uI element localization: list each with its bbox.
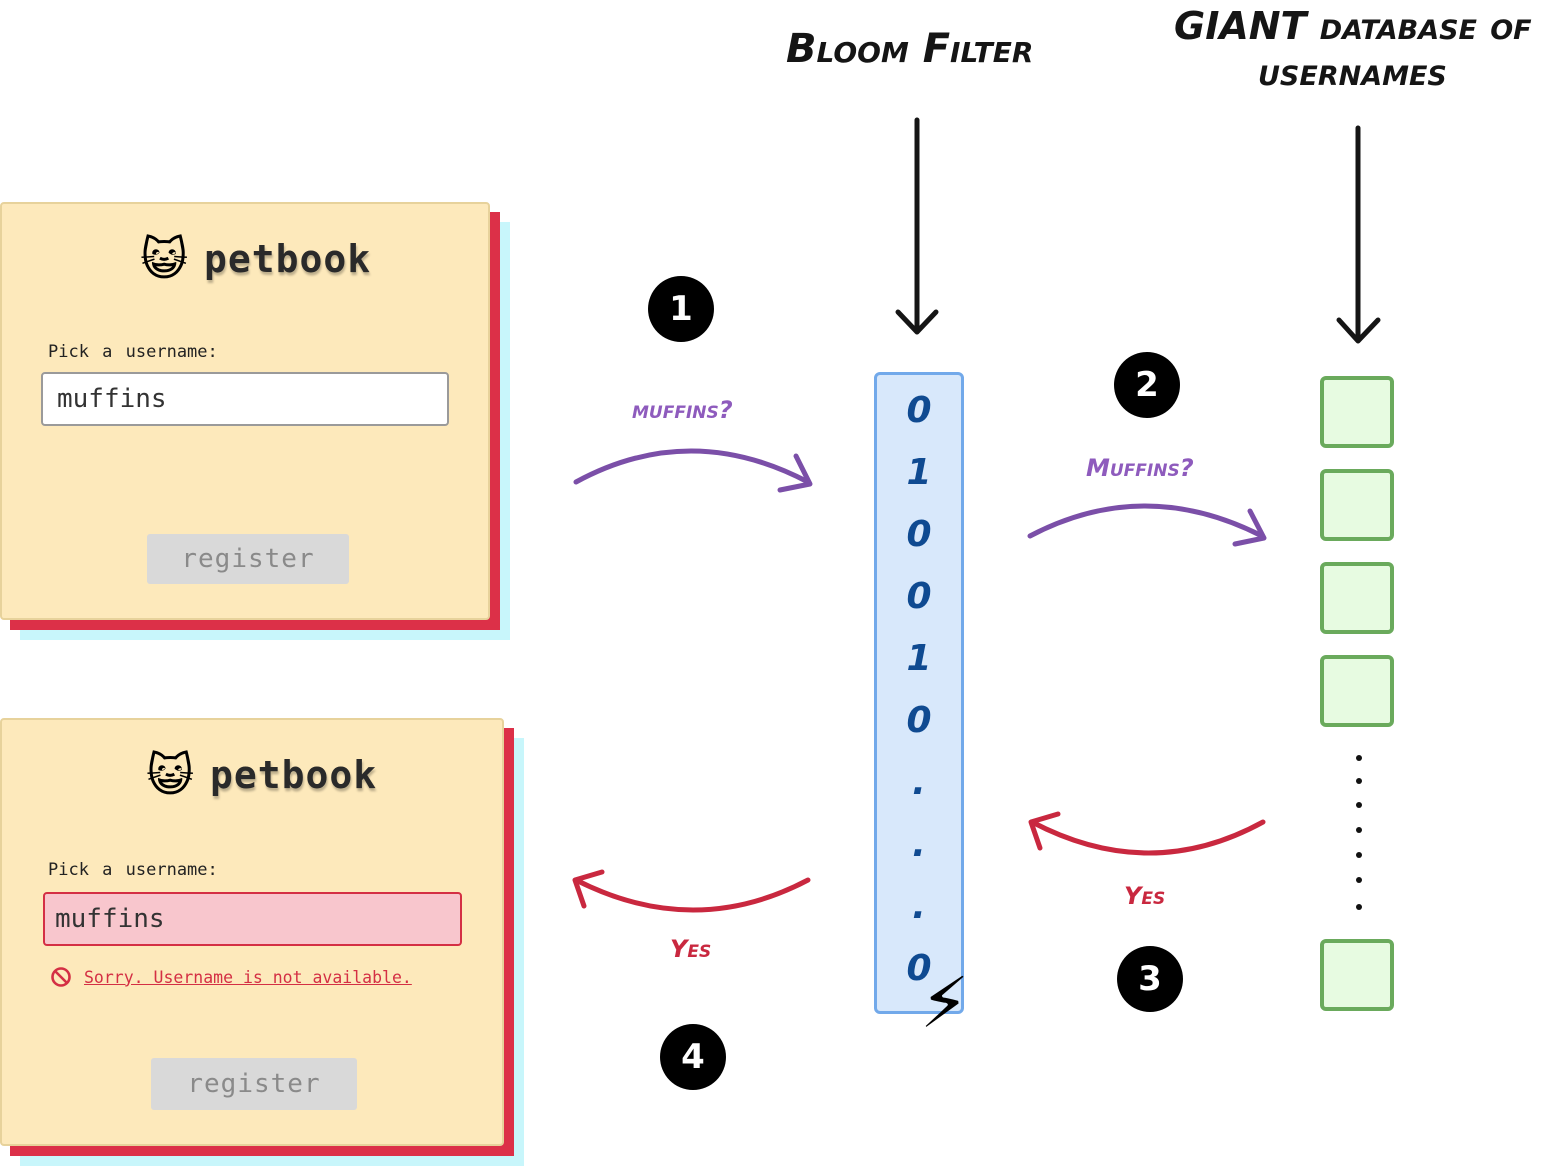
username-label: Pick a username: xyxy=(48,860,218,880)
error-text: Sorry. Username is not available. xyxy=(84,967,412,987)
ellipsis-dot xyxy=(1356,802,1362,808)
bloom-bit: 0 xyxy=(906,576,932,617)
brand-name: petbook xyxy=(203,237,372,281)
database-record xyxy=(1320,655,1394,727)
answer-arrow-3 xyxy=(1028,811,1266,856)
step-badge-2: 2 xyxy=(1114,352,1180,418)
no-entry-icon xyxy=(51,967,71,987)
ellipsis-dot xyxy=(1356,827,1362,833)
bloom-filter-heading: Bloom Filter xyxy=(786,26,1034,72)
register-button[interactable]: register xyxy=(151,1058,357,1110)
database-heading-line2: usernames xyxy=(1258,50,1447,94)
lightning-icon: ⚡ xyxy=(920,962,970,1044)
database-heading-line1: GIANT database of xyxy=(1174,4,1532,48)
ellipsis-dot xyxy=(1356,904,1362,910)
database-record xyxy=(1320,562,1394,634)
register-button[interactable]: register xyxy=(147,534,349,584)
step-badge-3: 3 xyxy=(1117,946,1183,1012)
down-arrow-database xyxy=(1336,125,1381,344)
bloom-bit: 1 xyxy=(906,452,932,493)
username-label: Pick a username: xyxy=(48,342,218,362)
ellipsis-dot xyxy=(1356,852,1362,858)
username-value: muffins xyxy=(55,904,165,934)
error-message: Sorry. Username is not available. xyxy=(50,966,412,988)
database-record xyxy=(1320,469,1394,541)
ellipsis-dot xyxy=(1356,755,1362,761)
signup-card-bottom: 😺 petbook Pick a username: muffins Sorry… xyxy=(0,718,504,1146)
bloom-bit: . xyxy=(912,762,926,803)
brand-logo: 😺 petbook xyxy=(146,748,377,802)
cat-face-icon: 😺 xyxy=(140,232,188,286)
bloom-bit: 0 xyxy=(906,700,932,741)
answer-label-3: Yes xyxy=(1124,882,1166,910)
brand-logo: 😺 petbook xyxy=(140,232,371,286)
query-arrow-1 xyxy=(573,448,813,493)
answer-label-4: Yes xyxy=(670,935,712,963)
username-input[interactable]: muffins xyxy=(43,892,462,946)
down-arrow-bloom xyxy=(895,117,939,335)
query-label-1: muffins? xyxy=(632,396,733,424)
signup-card-top: 😺 petbook Pick a username: muffins regis… xyxy=(0,202,490,620)
ellipsis-dot xyxy=(1356,778,1362,784)
brand-name: petbook xyxy=(209,753,378,797)
bloom-bit: 1 xyxy=(906,638,932,679)
ellipsis-dot xyxy=(1356,877,1362,883)
query-arrow-2 xyxy=(1027,503,1267,547)
cat-face-icon: 😺 xyxy=(146,748,194,802)
database-record xyxy=(1320,939,1394,1011)
bloom-filter-array xyxy=(874,372,964,1014)
step-badge-4: 4 xyxy=(660,1024,726,1090)
bloom-bit: 0 xyxy=(906,948,932,989)
bloom-bit: . xyxy=(912,824,926,865)
bloom-bit: 0 xyxy=(906,514,932,555)
bloom-bit: 0 xyxy=(906,390,932,431)
username-value: muffins xyxy=(57,384,167,414)
query-label-2: Muffins? xyxy=(1086,454,1194,482)
bloom-bit: . xyxy=(912,886,926,927)
answer-arrow-4 xyxy=(572,869,811,913)
username-input[interactable]: muffins xyxy=(41,372,449,426)
database-record xyxy=(1320,376,1394,448)
step-badge-1: 1 xyxy=(648,276,714,342)
